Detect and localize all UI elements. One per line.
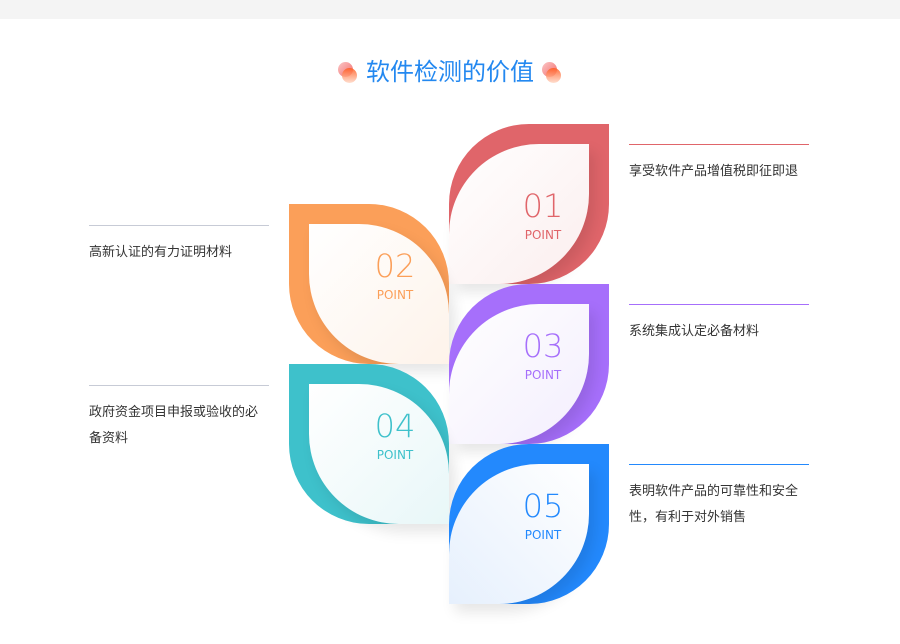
point-number: 02 — [374, 247, 416, 285]
divider — [629, 464, 809, 465]
point-number: 01 — [522, 187, 564, 225]
decor-dot-icon — [338, 62, 358, 84]
point-label: POINT — [524, 228, 562, 242]
point-card-03: 03 POINT — [449, 284, 609, 444]
point-number: 03 — [522, 327, 564, 365]
point-label: POINT — [376, 448, 414, 462]
point-card-01: 01 POINT — [449, 124, 609, 284]
point-desc-04: 政府资金项目申报或验收的必备资料 — [89, 385, 269, 452]
point-desc-05: 表明软件产品的可靠性和安全性，有利于对外销售 — [629, 464, 809, 531]
decor-dot-icon — [542, 62, 562, 84]
desc-text: 高新认证的有力证明材料 — [89, 245, 233, 260]
desc-text: 表明软件产品的可靠性和安全性，有利于对外销售 — [629, 484, 799, 525]
top-bar — [0, 0, 900, 19]
point-label: POINT — [376, 288, 414, 302]
point-number: 04 — [374, 407, 416, 445]
point-number: 05 — [522, 487, 564, 525]
point-card-05: 05 POINT — [449, 444, 609, 604]
section-title: 软件检测的价值 — [0, 56, 900, 88]
point-label: POINT — [524, 368, 562, 382]
point-card-04: 04 POINT — [289, 364, 449, 524]
divider — [629, 304, 809, 305]
desc-text: 系统集成认定必备材料 — [629, 324, 760, 339]
title-text: 软件检测的价值 — [366, 58, 534, 86]
desc-text: 政府资金项目申报或验收的必备资料 — [89, 405, 259, 446]
divider — [629, 144, 809, 145]
point-desc-03: 系统集成认定必备材料 — [629, 304, 809, 345]
desc-text: 享受软件产品增值税即征即退 — [629, 164, 799, 179]
divider — [89, 225, 269, 226]
divider — [89, 385, 269, 386]
point-desc-01: 享受软件产品增值税即征即退 — [629, 144, 809, 185]
point-label: POINT — [524, 528, 562, 542]
point-card-02: 02 POINT — [289, 204, 449, 364]
point-desc-02: 高新认证的有力证明材料 — [89, 225, 269, 266]
